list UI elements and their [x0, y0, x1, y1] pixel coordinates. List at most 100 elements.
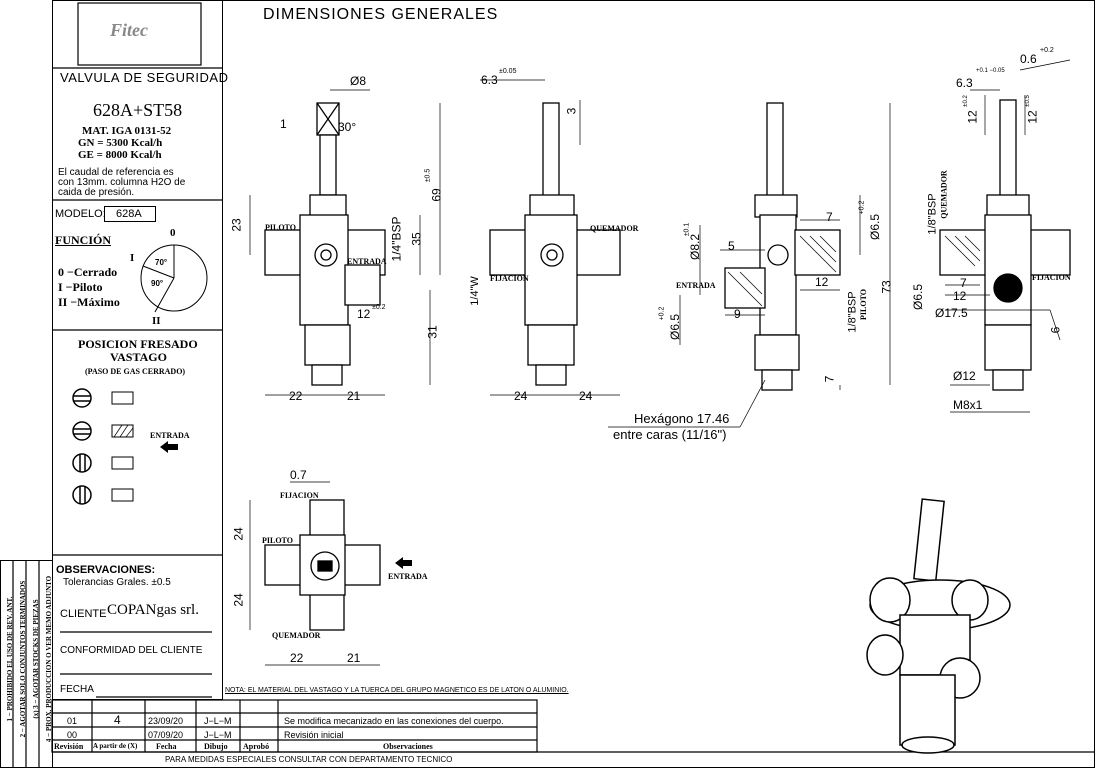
spec-material: MAT. IGA 0131-52	[82, 125, 172, 137]
posicion-title-1: POSICION FRESADO	[78, 337, 198, 351]
dim-82-tol: ±0.1	[683, 222, 691, 237]
side-note-2: 2 − AGOTAR SOLO CONJUNTOS TERMINADOS	[19, 580, 27, 738]
rev-row1-from: 4	[114, 713, 121, 727]
dim-12-right-a-tol: ±0.2	[962, 95, 969, 107]
dim-30deg: 30°	[338, 120, 357, 134]
dim-21-top: 21	[347, 651, 361, 665]
funcion-maximo: II −Máximo	[58, 295, 120, 309]
footer-note: PARA MEDIDAS ESPECIALES CONSULTAR CON DE…	[165, 755, 453, 764]
observaciones-label: OBSERVACIONES:	[56, 564, 156, 576]
valve-view-top	[264, 499, 381, 631]
dim-24-side-right: 24	[579, 389, 593, 403]
material-note: NOTA: EL MATERIAL DEL VASTAGO Y LA TUERC…	[225, 687, 569, 694]
dim-175: Ø17.5	[935, 306, 968, 320]
label-quemador-side: QUEMADOR	[590, 224, 639, 233]
dim-7-right: 7	[960, 276, 967, 290]
dim-22-front: 22	[289, 389, 303, 403]
spec-ge: GE = 8000 Kcal/h	[78, 149, 162, 161]
dim-69: 69	[429, 188, 444, 202]
dial-70: 70°	[155, 258, 168, 267]
funcion-piloto: I −Piloto	[58, 280, 103, 294]
rev-header-from: A partir de (X)	[93, 742, 138, 750]
dim-63-side: 6.3	[481, 73, 498, 87]
valve-view-side	[489, 102, 621, 386]
dim-6: 6	[1048, 326, 1063, 334]
dim-63-right: 6.3	[956, 76, 973, 90]
valve-view-right	[939, 99, 1071, 391]
entrada-arrow	[160, 441, 178, 453]
dim-12-front-tol: ±0.2	[372, 304, 386, 311]
dim-63-side-tol: ±0.05	[499, 68, 517, 75]
dim-12-right-b-tol: ±0.5	[1024, 95, 1031, 107]
dim-22-top: 22	[290, 651, 304, 665]
reference-note-2: con 13mm. columna H2O de	[58, 177, 186, 188]
dim-35: 35	[409, 232, 424, 246]
label-fijacion-side: FIJACION	[490, 274, 529, 283]
dim-5: 5	[728, 239, 735, 253]
conformidad-label: CONFORMIDAD DEL CLIENTE	[60, 645, 203, 656]
label-piloto-front: PILOTO	[265, 223, 296, 232]
posicion-entrada: ENTRADA	[150, 431, 190, 440]
valve-3d-view	[866, 498, 1011, 754]
modelo-value-box	[104, 206, 156, 222]
dial-zero: 0	[170, 227, 176, 239]
rev-header-observaciones: Observaciones	[383, 742, 433, 751]
dim-73: 73	[879, 280, 894, 294]
rev-header-revision: Revisión	[54, 742, 84, 751]
dial-two: II	[152, 315, 161, 327]
dim-7-section: 7	[826, 210, 833, 224]
dim-12-section: 12	[815, 275, 829, 289]
funcion-cerrado: 0 −Cerrado	[58, 265, 118, 279]
modelo-label: MODELO:	[55, 208, 106, 220]
dim-12-stem: Ø12	[953, 369, 976, 383]
reference-note-3: caida de presión.	[58, 187, 135, 198]
rev-row1-drawn: J−L−M	[204, 716, 232, 726]
rev-row1-obs: Se modifica mecanizado en las conexiones…	[284, 716, 504, 726]
cliente-value: COPANgas srl.	[107, 602, 199, 618]
model-code: 628A+ST58	[93, 100, 183, 120]
dim-3: 3	[564, 107, 579, 115]
dim-12-right-b: 12	[1025, 110, 1040, 124]
side-note-4: 4 − PROX. PRODUCCION O VER MEMO ADJUNTO	[45, 575, 53, 743]
dim-65-right: Ø6.5	[911, 283, 926, 311]
dim-06: 0.6	[1020, 52, 1037, 66]
dim-65-entry: Ø6.5	[668, 313, 683, 341]
rev-header-dibujo: Dibujo	[204, 742, 228, 751]
label-fijacion-right: FIJACION	[1032, 273, 1071, 282]
rev-row2-obs: Revisión inicial	[284, 730, 344, 740]
dim-65-section: Ø6.5	[868, 213, 883, 241]
rev-row2-drawn: J−L−M	[204, 730, 232, 740]
label-entrada-section: ENTRADA	[676, 281, 716, 290]
fecha-label: FECHA	[60, 684, 94, 695]
dim-65-entry-tol: +0.2	[658, 306, 666, 321]
cliente-label: CLIENTE	[60, 608, 107, 620]
dim-63-right-tol: +0.1 −0.05	[976, 68, 1005, 74]
dim-06-tol: +0.2	[1040, 47, 1054, 54]
dim-bsp18-right: 1/8"BSP	[926, 193, 939, 235]
rev-header-aprobo: Aprobó	[243, 742, 270, 751]
hexagono-label: Hexágono 17.46	[634, 411, 730, 426]
label-quemador-top: QUEMADOR	[272, 631, 321, 640]
dim-12-front: 12	[357, 307, 371, 321]
dim-m8: M8x1	[953, 398, 983, 412]
side-note-3: (x) 3 − AGOTAR STOCKS DE PIEZAS	[32, 599, 40, 719]
entrada-arrow-top	[395, 557, 412, 569]
dim-12-right-a: 12	[965, 110, 980, 124]
dim-7-bottom: 7	[822, 375, 837, 383]
tolerancias: Tolerancias Grales. ±0.5	[63, 577, 171, 588]
dial-one: I	[130, 252, 135, 264]
dim-07: 0.7	[290, 468, 307, 482]
rev-row2-rev: 00	[67, 730, 78, 740]
valve-view-section	[724, 102, 841, 391]
label-piloto-top: PILOTO	[262, 536, 293, 545]
dim-24-top-upper: 24	[231, 527, 246, 541]
label-piloto-section: PILOTO	[858, 289, 868, 320]
spec-gn: GN = 5300 Kcal/h	[78, 137, 163, 149]
dim-w14: 1/4"W	[468, 276, 481, 306]
rev-row1-date: 23/09/20	[148, 716, 184, 726]
page-title: DIMENSIONES GENERALES	[263, 6, 499, 23]
posicion-sub: (PASO DE GAS CERRADO)	[85, 367, 186, 376]
dim-bsp14: 1/4"BSP	[389, 216, 404, 262]
posicion-title-2: VASTAGO	[110, 350, 167, 364]
